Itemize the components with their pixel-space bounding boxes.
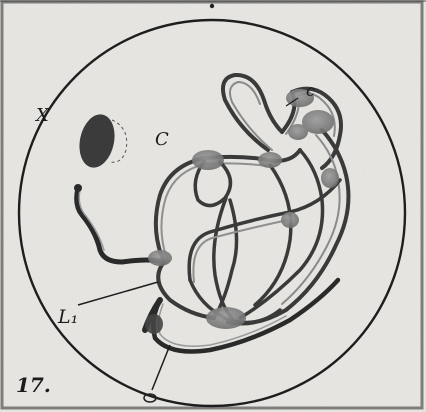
label-l1: L₁ <box>57 306 78 328</box>
label-c-right: c <box>306 81 315 100</box>
label-x: X <box>34 105 50 126</box>
figure-number: 17. <box>16 373 51 397</box>
label-c-left: C <box>155 129 169 150</box>
top-dot <box>210 4 214 8</box>
